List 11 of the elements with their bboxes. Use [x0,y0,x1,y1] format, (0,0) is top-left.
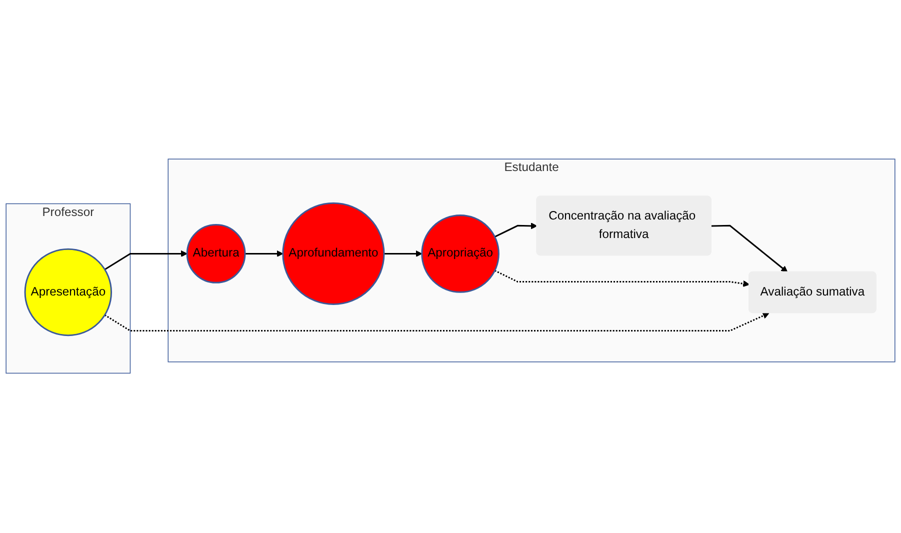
node-circle: Aprofundamento [282,202,385,306]
arrow [245,250,284,258]
arrow [494,270,750,288]
arrow [494,222,538,238]
node-circle: Apresentação [24,248,112,336]
arrow [384,250,422,258]
node-circle: Apropriação [421,214,500,294]
node-circle: Abertura [186,224,246,284]
arrow [104,312,770,332]
arrow [711,225,788,273]
arrow [104,250,188,271]
